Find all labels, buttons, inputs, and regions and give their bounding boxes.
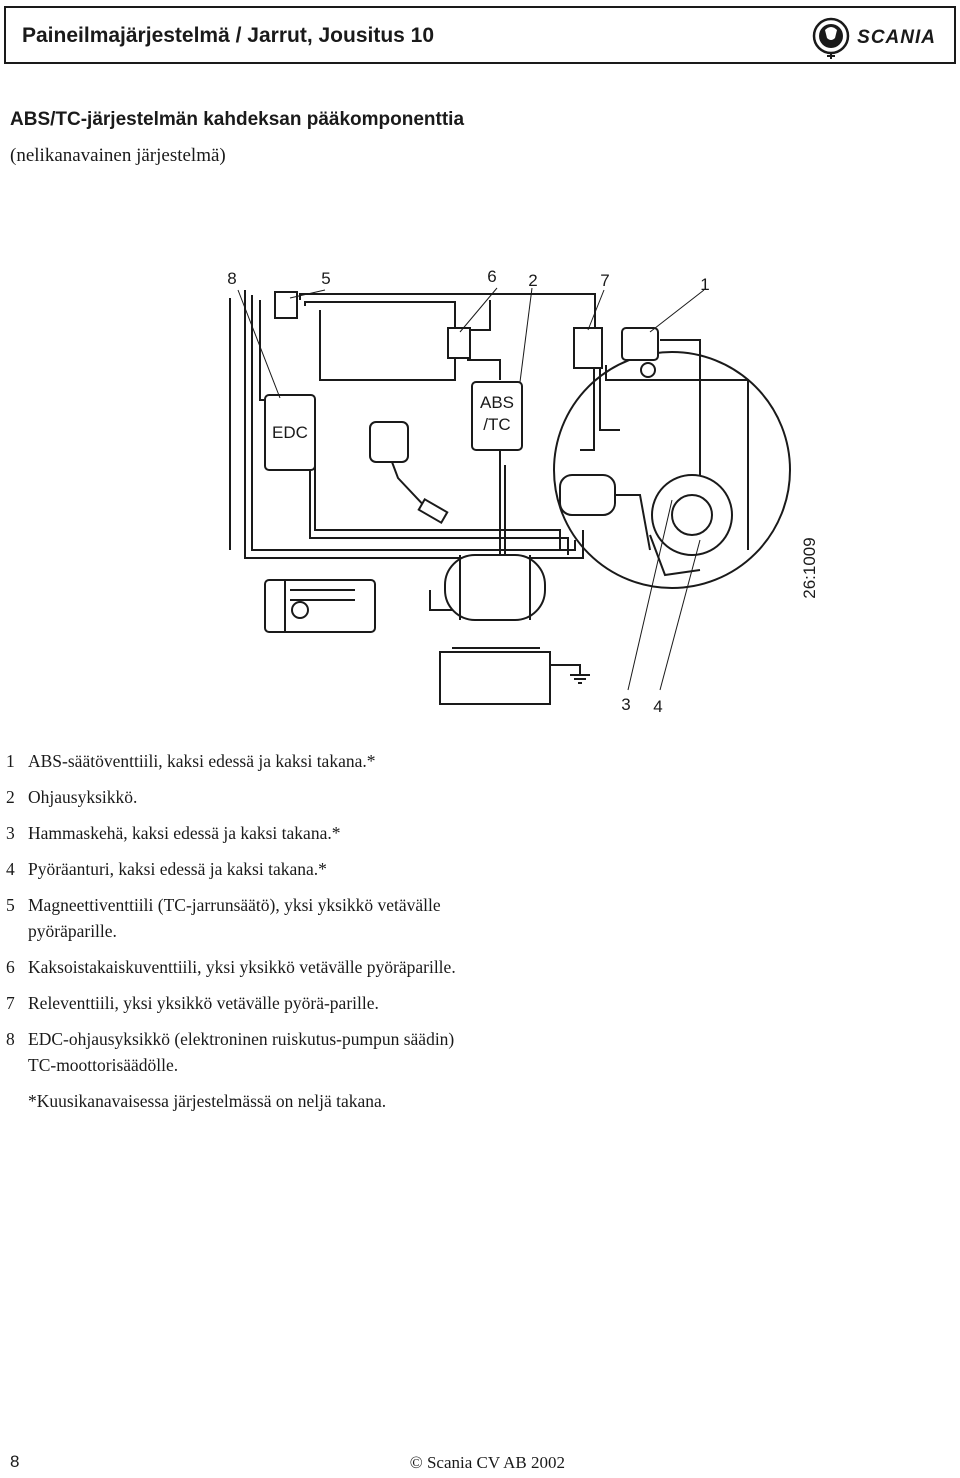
callout-7: 7 xyxy=(600,271,609,290)
legend-item: 4 Pyöräanturi, kaksi edessä ja kaksi tak… xyxy=(6,856,486,882)
page-number: 8 xyxy=(10,1452,20,1471)
copyright-notice: © Scania CV AB 2002 xyxy=(409,1453,565,1472)
legend-number: 4 xyxy=(6,859,15,879)
legend-item: 6 Kaksoistakaiskuventtiili, yksi yksikkö… xyxy=(6,954,486,980)
legend-footnote: *Kuusikanavaisessa järjestelmässä on nel… xyxy=(28,1091,387,1111)
legend-number: 6 xyxy=(6,957,15,977)
edc-box-label: EDC xyxy=(272,423,308,442)
section-subtitle: (nelikanavainen järjestelmä) xyxy=(10,145,226,166)
legend-number: 5 xyxy=(6,895,15,915)
legend-number: 2 xyxy=(6,787,15,807)
legend-text: Releventtiili, yksi yksikkö vetävälle py… xyxy=(28,993,379,1013)
air-tank xyxy=(444,554,546,621)
legend-text: Magneettiventtiili (TC-jarrunsäätö), yks… xyxy=(28,895,441,941)
abs-box-label-line2: /TC xyxy=(483,415,510,434)
legend-number: 1 xyxy=(6,751,15,771)
battery xyxy=(439,647,590,705)
brand-wordmark: SCANIA xyxy=(857,27,936,48)
brake-chamber xyxy=(559,474,651,551)
header-bar: Paineilmajärjestelmä / Jarrut, Jousitus … xyxy=(4,6,956,64)
wheel-hub-tone-ring xyxy=(649,474,733,577)
legend-item: 8 EDC-ohjausyksikkö (elektroninen ruisku… xyxy=(6,1026,486,1078)
callout-8: 8 xyxy=(227,269,236,288)
foot-brake-valve xyxy=(369,421,449,525)
injection-pump xyxy=(264,579,376,633)
griffin-emblem-icon xyxy=(812,17,850,59)
callout-3: 3 xyxy=(621,695,630,714)
legend-text: Pyöräanturi, kaksi edessä ja kaksi takan… xyxy=(28,859,327,879)
abs-box-label-line1: ABS xyxy=(480,393,514,412)
section-title: ABS/TC-järjestelmän kahdeksan pääkompone… xyxy=(10,109,465,130)
callout-2: 2 xyxy=(528,271,537,290)
callout-6: 6 xyxy=(487,267,496,286)
callout-1: 1 xyxy=(700,275,709,294)
legend-text: ABS-säätöventtiili, kaksi edessä ja kaks… xyxy=(28,751,376,771)
legend-number: 3 xyxy=(6,823,15,843)
legend-text: EDC-ohjausyksikkö (elektroninen ruiskutu… xyxy=(28,1029,455,1075)
legend-item: 3 Hammaskehä, kaksi edessä ja kaksi taka… xyxy=(6,820,486,846)
callout-5: 5 xyxy=(321,269,330,288)
tc-solenoid-valve-5 xyxy=(274,291,298,319)
abs-system-diagram: EDC ABS /TC xyxy=(227,267,819,716)
figure-id: 26:1009 xyxy=(800,537,819,598)
legend-item: 2 Ohjausyksikkö. xyxy=(6,784,486,810)
legend-item: 5 Magneettiventtiili (TC-jarrunsäätö), y… xyxy=(6,892,486,944)
legend-text: Kaksoistakaiskuventtiili, yksi yksikkö v… xyxy=(28,957,456,977)
legend-item: 7 Releventtiili, yksi yksikkö vetävälle … xyxy=(6,990,486,1016)
brake-disc-circle xyxy=(553,351,791,589)
double-check-valve-6 xyxy=(447,327,471,359)
page-header-title: Paineilmajärjestelmä / Jarrut, Jousitus … xyxy=(22,24,435,47)
relay-valve-7 xyxy=(573,327,603,369)
abs-modulator-valve-1 xyxy=(621,327,659,361)
brand-logo: SCANIA xyxy=(811,16,936,60)
abs-tc-control-unit xyxy=(471,381,523,451)
legend-number: 7 xyxy=(6,993,15,1013)
legend-text: Hammaskehä, kaksi edessä ja kaksi takana… xyxy=(28,823,341,843)
legend-item: 1 ABS-säätöventtiili, kaksi edessä ja ka… xyxy=(6,748,486,774)
legend-text: Ohjausyksikkö. xyxy=(28,787,138,807)
edc-unit-box xyxy=(264,394,316,471)
component-legend: 1 ABS-säätöventtiili, kaksi edessä ja ka… xyxy=(6,748,486,1114)
legend-number: 8 xyxy=(6,1029,15,1049)
callout-4: 4 xyxy=(653,697,662,716)
